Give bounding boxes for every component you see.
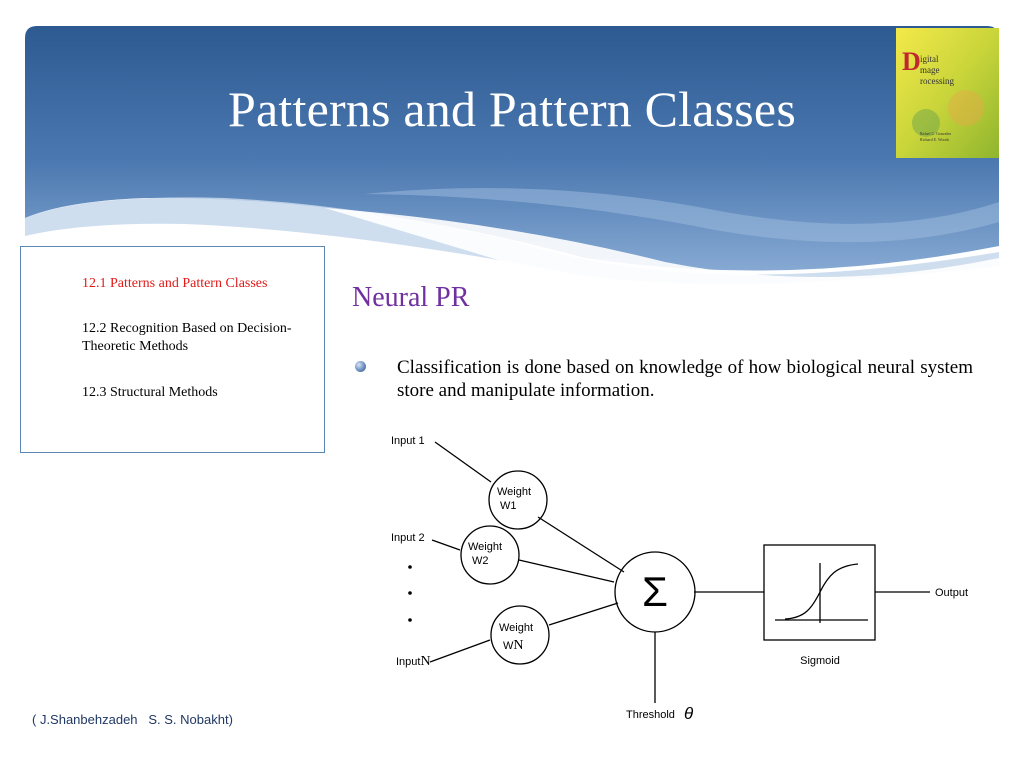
edge-inputN-weightN <box>429 639 491 663</box>
section-heading: Neural PR <box>352 282 470 313</box>
threshold-label: Threshold <box>626 709 675 721</box>
sigmoid-label: Sigmoid <box>800 655 840 667</box>
sum-node <box>614 551 696 633</box>
book-title-line3: rocessing <box>920 76 954 86</box>
page-title: Patterns and Pattern Classes <box>227 81 796 137</box>
sigma-symbol: Σ <box>642 568 668 615</box>
edge-input1-weight1 <box>434 441 492 483</box>
weight2-label: Weight <box>468 541 502 553</box>
outline-item-12-2[interactable]: 12.2 Recognition Based on Decision-Theor… <box>82 321 292 354</box>
input2-label: Input 2 <box>391 532 425 544</box>
ellipsis-dot <box>408 591 412 595</box>
book-author-2: Richard E. Woods <box>920 137 949 142</box>
weight1-label: Weight <box>497 486 531 498</box>
sigmoid-box <box>763 544 876 641</box>
outline-item-12-1[interactable]: 12.1 Patterns and Pattern Classes <box>82 276 268 291</box>
bullet-text: Classification is done based on knowledg… <box>397 357 973 401</box>
weight1-id: W1 <box>500 500 517 512</box>
svg-text:D: D <box>902 47 921 76</box>
input1-label: Input 1 <box>391 435 425 447</box>
weight1-node <box>488 470 548 530</box>
inputN-label: InputN <box>396 654 431 669</box>
outline-item-12-3[interactable]: 12.3 Structural Methods <box>82 385 218 400</box>
footer-credit: ( J.Shanbehzadeh S. S. Nobakht) <box>32 712 233 727</box>
edge-weight1-sum <box>537 516 625 573</box>
outline-box: 12.1 Patterns and Pattern Classes 12.2 R… <box>20 246 325 453</box>
output-label: Output <box>935 587 968 599</box>
theta-symbol: θ <box>684 704 694 723</box>
ellipsis-dot <box>408 618 412 622</box>
edge-weightN-sum <box>548 602 619 626</box>
bullet-icon <box>355 361 366 372</box>
weight2-node <box>460 525 520 585</box>
edge-weight2-sum <box>518 559 615 583</box>
book-title-line2: mage <box>920 65 940 75</box>
sigmoid-curve <box>784 563 859 620</box>
neuron-diagram: Input 1 Input 2 InputN Weight W1 Weight … <box>391 435 968 723</box>
ellipsis-dot <box>408 565 412 569</box>
edge-input2-weight2 <box>431 539 461 551</box>
title-banner <box>25 26 999 286</box>
weightN-id: WN <box>503 638 524 653</box>
banner-background <box>25 26 999 286</box>
weightN-node <box>490 605 550 665</box>
weightN-label: Weight <box>499 622 533 634</box>
weight2-id: W2 <box>472 555 489 567</box>
book-cover-image: D igital mage rocessing Rafael C. Gonzal… <box>896 28 999 158</box>
book-title-line1: igital <box>920 54 939 64</box>
book-author-1: Rafael C. Gonzalez <box>920 131 951 136</box>
